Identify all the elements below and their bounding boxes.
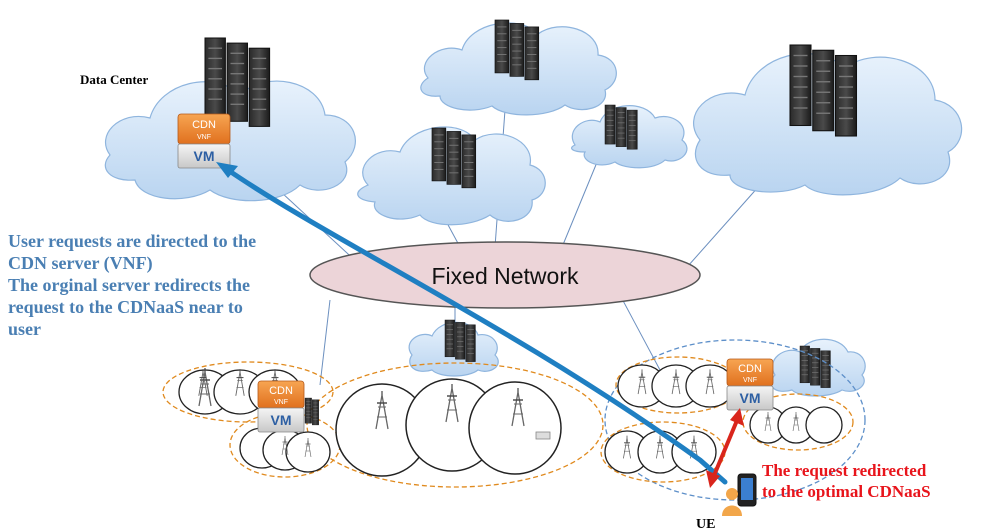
ue-user-icon [722,473,757,516]
annotation-right-line1: The request redirected [762,461,927,480]
fixed-network-ellipse [309,241,701,309]
cell-cluster-right-far [742,393,854,451]
edge-right-vnf-text: VNF [743,377,757,384]
annotation-left-line2: CDN server (VNF) [8,253,153,273]
edge-right-cdn-text: CDN [738,363,762,375]
data-center-label: Data Center [80,72,148,87]
annotation-left: User requests are directed to the CDN se… [8,230,338,340]
cell-cluster-left-top [162,361,334,423]
cell-cluster-macro [306,362,604,488]
macro-cells [335,378,562,477]
annotation-left-line3: The orginal server redirects the [8,275,250,295]
request-path-arrow [216,162,728,485]
annotation-right: The request redirected to the optimal CD… [762,460,982,502]
annotation-left-line4: request to the CDNaaS near to [8,297,243,317]
dc-vnf-text: VNF [197,134,211,141]
edge-cdn-vnf-right: CDN VNF VM [726,358,774,411]
ue-label: UE [696,517,715,532]
cloud-top-middle [420,19,617,116]
dc-vm-text: VM [194,148,215,164]
redirect-arrow [706,408,744,488]
cell-cluster-right-blue [604,339,866,501]
dc-cdn-text: CDN [192,119,216,131]
annotation-left-line5: user [8,319,41,339]
edge-right-vm-text: VM [740,390,761,406]
cloud-large-right [693,44,963,196]
cloud-edge-right [770,338,866,397]
cloud-edge-center [408,319,499,377]
annotation-left-line1: User requests are directed to the [8,231,257,251]
edge-left-vm-text: VM [271,412,292,428]
edge-left-cdn-text: CDN [269,385,293,397]
annotation-right-line2: to the optimal CDNaaS [762,482,931,501]
edge-left-vnf-text: VNF [274,399,288,406]
cloud-middle [357,126,546,226]
datacenter-cdn-vnf: CDN VNF VM [177,113,231,169]
router-icon [535,431,551,440]
cloud-small-center [571,104,688,169]
fixed-network-label: Fixed Network [432,263,579,289]
edge-cdn-vnf-left: CDN VNF VM [257,380,319,433]
